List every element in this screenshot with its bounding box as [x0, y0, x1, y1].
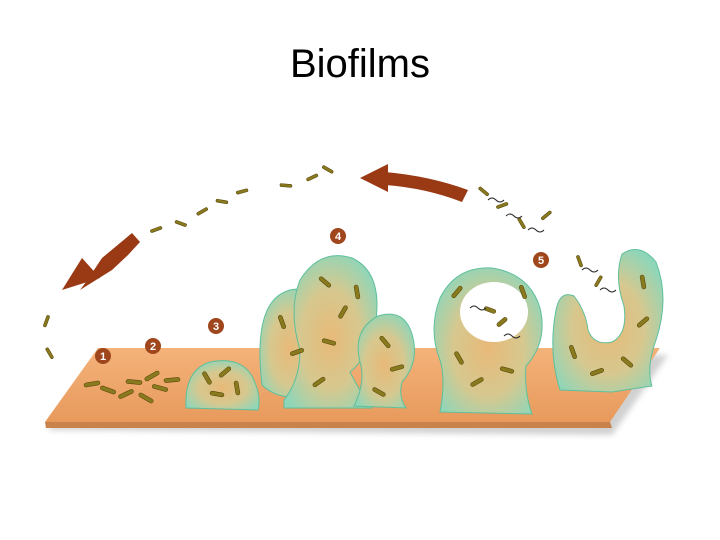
svg-text:3: 3 — [213, 321, 219, 333]
arrow-left-head — [62, 258, 100, 290]
svg-text:4: 4 — [335, 231, 342, 243]
flagella — [469, 197, 617, 339]
arrow-top-head — [360, 164, 388, 192]
substrate-edge — [45, 422, 612, 428]
colony-stage-4-right — [353, 313, 415, 409]
arrow-top — [385, 172, 468, 202]
stage-badge-4: 4 — [330, 228, 346, 244]
colony-stage-5-burst — [552, 249, 664, 393]
stage-badge-1: 1 — [95, 348, 111, 364]
svg-text:5: 5 — [538, 255, 544, 267]
stage-badge-5: 5 — [533, 252, 549, 268]
stage-badge-2: 2 — [145, 338, 161, 354]
biofilm-diagram: 1 2 3 4 5 — [43, 164, 668, 435]
svg-text:1: 1 — [100, 351, 106, 363]
svg-text:2: 2 — [150, 341, 156, 353]
slide-title: Biofilms — [289, 42, 431, 86]
bacteria-cells — [43, 165, 650, 404]
stage-badge-3: 3 — [208, 318, 224, 334]
